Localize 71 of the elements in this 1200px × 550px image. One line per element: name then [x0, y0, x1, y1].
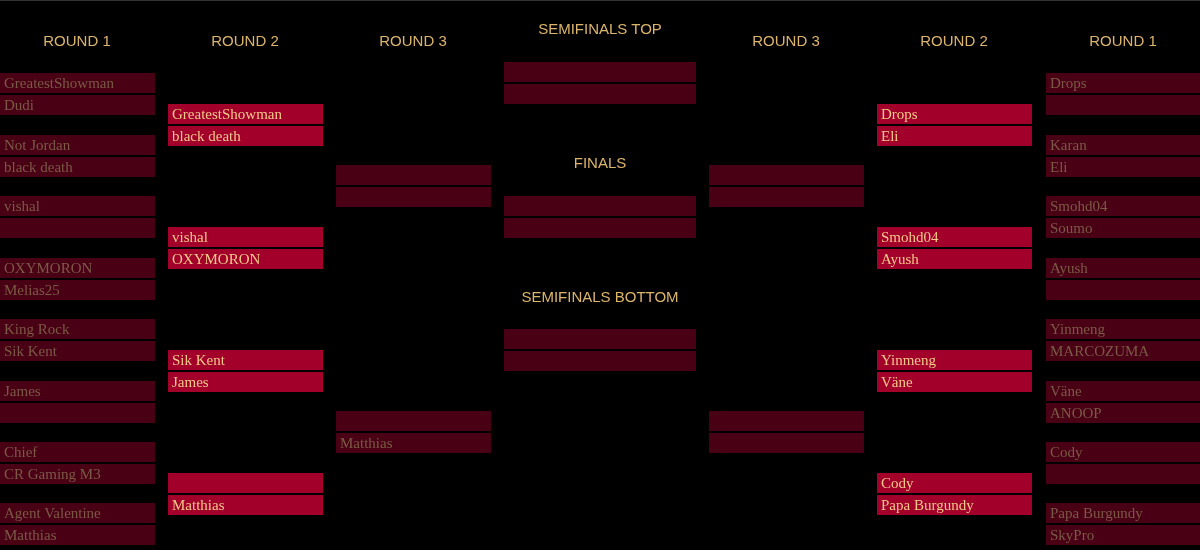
round-heading: ROUND 2	[920, 32, 988, 50]
player-slot: Dudi	[0, 95, 155, 115]
player-slot: Yinmeng	[877, 350, 1032, 370]
player-slot: Papa Burgundy	[877, 495, 1032, 515]
empty-slot	[1046, 280, 1200, 300]
round-heading: SEMIFINALS BOTTOM	[521, 288, 679, 306]
player-slot: Matthias	[0, 525, 155, 545]
player-slot: Eli	[1046, 157, 1200, 177]
empty-slot	[336, 187, 491, 207]
empty-slot	[1046, 464, 1200, 484]
player-slot: Smohd04	[1046, 196, 1200, 216]
player-slot: Ayush	[1046, 258, 1200, 278]
player-slot: SkyPro	[1046, 525, 1200, 545]
round-heading: ROUND 2	[211, 32, 279, 50]
player-slot: Drops	[877, 104, 1032, 124]
empty-slot	[504, 62, 696, 82]
empty-slot	[709, 433, 864, 453]
player-slot: Matthias	[168, 495, 323, 515]
player-slot: Chief	[0, 442, 155, 462]
empty-slot	[504, 329, 696, 349]
empty-slot	[336, 165, 491, 185]
empty-slot	[504, 84, 696, 104]
empty-slot	[504, 218, 696, 238]
player-slot: OXYMORON	[0, 258, 155, 278]
player-slot: Väne	[1046, 381, 1200, 401]
player-slot: black death	[0, 157, 155, 177]
player-slot: Karan	[1046, 135, 1200, 155]
player-slot: Ayush	[877, 249, 1032, 269]
player-slot: CR Gaming M3	[0, 464, 155, 484]
player-slot: Väne	[877, 372, 1032, 392]
round-heading: ROUND 1	[1089, 32, 1157, 50]
player-slot: Not Jordan	[0, 135, 155, 155]
empty-slot	[336, 411, 491, 431]
player-slot: Cody	[1046, 442, 1200, 462]
empty-slot	[168, 473, 323, 493]
player-slot: King Rock	[0, 319, 155, 339]
round-heading: FINALS	[573, 154, 627, 172]
player-slot: ANOOP	[1046, 403, 1200, 423]
empty-slot	[709, 411, 864, 431]
round-heading: ROUND 3	[379, 32, 447, 50]
player-slot: James	[0, 381, 155, 401]
empty-slot	[0, 403, 155, 423]
player-slot: Yinmeng	[1046, 319, 1200, 339]
round-heading: ROUND 1	[43, 32, 111, 50]
player-slot: Agent Valentine	[0, 503, 155, 523]
player-slot: Sik Kent	[168, 350, 323, 370]
empty-slot	[504, 351, 696, 371]
player-slot: GreatestShowman	[168, 104, 323, 124]
player-slot: vishal	[0, 196, 155, 216]
player-slot: Papa Burgundy	[1046, 503, 1200, 523]
player-slot: Melias25	[0, 280, 155, 300]
empty-slot	[709, 165, 864, 185]
empty-slot	[0, 218, 155, 238]
player-slot: Drops	[1046, 73, 1200, 93]
player-slot: OXYMORON	[168, 249, 323, 269]
player-slot: GreatestShowman	[0, 73, 155, 93]
player-slot: Smohd04	[877, 227, 1032, 247]
player-slot: James	[168, 372, 323, 392]
player-slot: Eli	[877, 126, 1032, 146]
round-heading: ROUND 3	[752, 32, 820, 50]
player-slot: Sik Kent	[0, 341, 155, 361]
player-slot: MARCOZUMA	[1046, 341, 1200, 361]
player-slot: Cody	[877, 473, 1032, 493]
player-slot: vishal	[168, 227, 323, 247]
round-heading: SEMIFINALS TOP	[538, 20, 662, 38]
empty-slot	[504, 196, 696, 216]
empty-slot	[709, 187, 864, 207]
player-slot: black death	[168, 126, 323, 146]
player-slot: Matthias	[336, 433, 491, 453]
empty-slot	[1046, 95, 1200, 115]
player-slot: Soumo	[1046, 218, 1200, 238]
